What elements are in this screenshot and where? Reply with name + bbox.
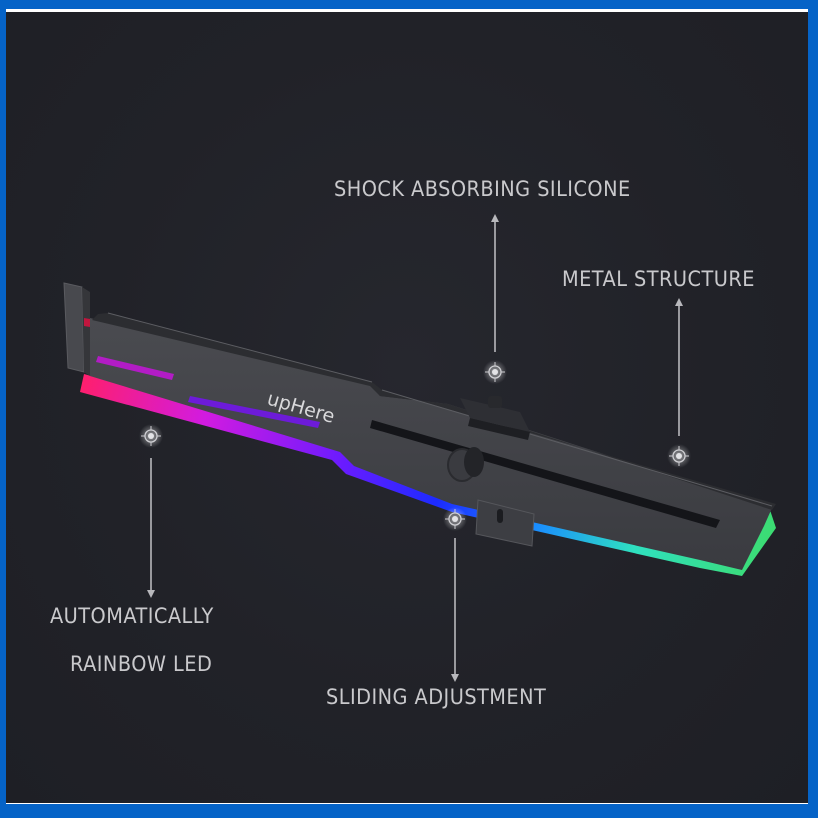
callout-automatically: AUTOMATICALLY xyxy=(50,604,214,628)
callout-rainbow-led: RAINBOW LED xyxy=(70,652,213,676)
image-frame: upHere xyxy=(6,9,808,804)
callout-shock-absorbing-silicone: SHOCK ABSORBING SILICONE xyxy=(334,177,631,201)
callout-metal-structure: METAL STRUCTURE xyxy=(562,267,755,291)
bracket-arm xyxy=(90,312,776,570)
gpu-bracket-illustration: upHere xyxy=(63,214,776,682)
callout-sliding-adjustment: SLIDING ADJUSTMENT xyxy=(326,685,547,709)
marker-dots xyxy=(139,360,691,531)
product-canvas: upHere xyxy=(6,12,808,803)
